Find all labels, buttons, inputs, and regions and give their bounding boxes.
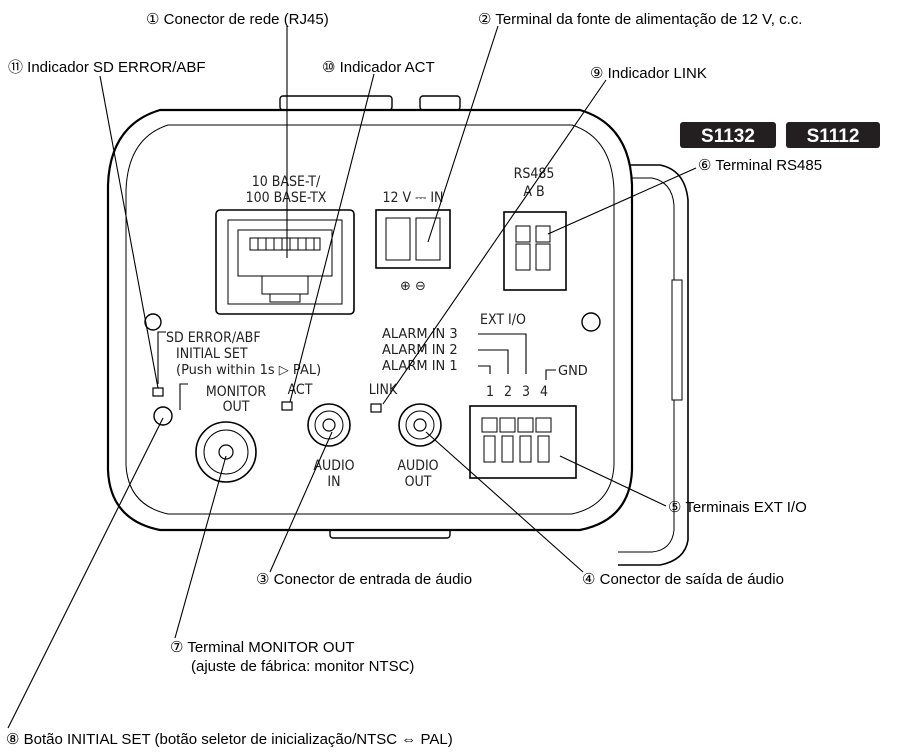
callout-6-rs485-terminal: ⑥ Terminal RS485 [698,157,822,174]
audio-in-connector [307,403,351,447]
initial-set-label: INITIAL SET [176,346,248,362]
leader-line-9 [382,79,607,405]
network-connector-rj45 [215,209,355,315]
alarm-in-2-bracket [478,349,509,374]
leader-line-11 [99,75,159,389]
leader-line-10 [289,73,375,403]
power-terminal-label: 12 V ⎓ IN [383,190,444,206]
sd-error-abf-label: SD ERROR/ABF [166,330,261,346]
camera-side-bracket [618,164,689,566]
leader-line-3 [269,431,333,573]
alarm-in-1-label: ALARM IN 1 [382,359,458,374]
callout-7-monitor-out-line1: ⑦ Terminal MONITOR OUT [170,639,355,656]
power-terminal-12v [375,209,451,269]
gnd-label: GND [558,364,588,379]
camera-body-inner [125,124,615,515]
gnd-bracket [545,369,556,380]
pin-4-label: 4 [540,384,548,400]
callout-4-audio-output: ④ Conector de saída de áudio [582,571,784,588]
screw-hole-left [144,313,162,331]
monitor-out-label: OUT [223,399,250,415]
act-led [281,401,293,411]
alarm-in-1-bracket [478,365,491,374]
top-tab [279,95,393,111]
pin-1-label: 1 [486,384,494,400]
rs485-terminal [503,211,567,291]
sd-error-led [152,387,164,397]
network-port-label-2: 100 BASE-TX [246,190,327,206]
callout-10-act-indicator: ⑩ Indicador ACT [322,59,435,76]
monitor-out-connector [195,421,257,483]
initial-set-bracket [179,383,188,410]
bracket-ridge [671,279,683,401]
initial-set-button [153,406,173,426]
pin-3-label: 3 [522,384,530,400]
callout-8-initial-set-button: ⑧ Botão INITIAL SET (botão seletor de in… [6,731,453,748]
power-polarity-label: ⊕ ⊖ [400,279,426,294]
leader-line-2 [427,25,499,243]
rs485-label: RS485 [514,166,555,182]
sd-label-bracket [157,331,166,384]
link-label: LINK [369,382,398,398]
network-port-label-1: 10 BASE-T/ [252,174,321,190]
ext-io-terminal-block [469,405,577,479]
callout-3-audio-input: ③ Conector de entrada de áudio [256,571,472,588]
callout-5-ext-io-terminals: ⑤ Terminais EXT I/O [668,499,807,516]
screw-hole-right [581,312,601,332]
top-tab-right [419,95,461,111]
link-led [370,403,382,413]
model-badge-s1112-text: S1112 [807,126,860,147]
alarm-in-3-bracket [478,333,527,374]
audio-out-label-1: AUDIO [397,458,438,474]
callout-2-power-terminal: ② Terminal da fonte de alimentação de 12… [478,11,802,28]
callout-7-monitor-out-line2: (ajuste de fábrica: monitor NTSC) [191,658,414,675]
leader-line-7 [174,455,227,639]
audio-in-label-1: AUDIO [313,458,354,474]
alarm-in-3-label: ALARM IN 3 [382,327,458,342]
monitor-label: MONITOR [206,384,267,400]
leader-line-8 [7,417,164,729]
model-badge-s1132-text: S1132 [701,126,755,147]
audio-out-label-2: OUT [405,474,432,490]
callout-11-sd-error-indicator: ⑪ Indicador SD ERROR/ABF [8,59,206,76]
pin-2-label: 2 [504,384,512,400]
push-within-label: (Push within 1s ▷ PAL) [176,363,321,378]
model-badge-s1112 [786,122,880,148]
callout-1-network-connector: ① Conector de rede (RJ45) [146,11,329,28]
callout-9-link-indicator: ⑨ Indicador LINK [590,65,707,82]
ext-io-label: EXT I/O [480,312,526,328]
audio-in-label-2: IN [327,474,340,490]
model-badge-s1132 [680,122,776,148]
leader-line-4 [425,431,584,573]
leader-line-5 [559,455,667,507]
rs485-ab-label: A B [523,184,544,200]
leader-line-6 [547,167,697,235]
